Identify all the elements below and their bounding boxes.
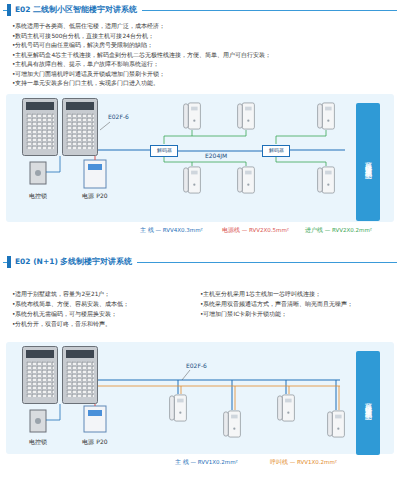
decoder-box: 解码器 [262,145,290,157]
power-badge [88,410,102,416]
feature-bullet: •系统布线简单、方便、容易安装、成本低； [12,300,129,308]
legend-entry: 主 线 — RVV1X0.2mm² [175,458,238,466]
device-label: 电源 P20 [73,191,117,201]
decoder-name: 解码器 [151,146,177,156]
lock-cylinder [35,418,41,424]
feature-bullet: •分机号码可自由任意编码，解决房号受限制的缺陷； [12,41,153,49]
feature-bullet: •支持一单元安装多台门口主机，实现多门口进入功能。 [12,79,159,87]
feature-bullet: •主机至分机采用1芯主线加一芯呼叫线连接； [200,290,321,298]
power-symbol [84,406,106,432]
lock-symbol [30,162,46,184]
device-label: 电控锁 [16,191,60,201]
power-wire [95,404,96,406]
band-title: 非可视楼宇对讲系统示意图 [363,156,373,168]
lock-wire [46,404,60,420]
wire-connector [178,150,262,151]
door-panel [23,99,58,156]
door-panel [23,347,58,404]
vertical-band: 非可视楼宇对讲系统示意图 [356,103,380,221]
diagram-background [6,94,394,222]
handset-phone [238,103,255,129]
power-symbol [84,160,106,188]
lock-wire [46,156,60,172]
diagram-background [6,342,394,454]
handset-phone [278,395,295,421]
decoder-box: 解码器 [150,145,178,157]
leader-line [100,122,110,130]
legend-entry: 电源线 — RVV2X0.5mm² [222,226,289,234]
device-label: 电控锁 [16,437,60,447]
lock-symbol [30,410,46,432]
feature-bullet: •系统分机无需编码，可与楼层换安装； [12,310,117,318]
decoder-name: 解码器 [263,146,289,156]
device-label: 电源 P20 [73,437,117,447]
feature-bullet: •主机具有故障自检、提示，单户故障不影响系统运行； [12,60,159,68]
feature-bullet: •可增加门禁IC卡刷卡开锁功能； [200,310,287,318]
model-label: E02F-6 [108,113,129,121]
power-badge [88,164,102,170]
feature-bullet: •可增加大门面墙机呼叫通话及开锁或增加门禁刷卡开锁； [12,70,165,78]
handset-phone [184,167,201,193]
vertical-band: 非可视楼宇对讲系统示意图 [356,351,380,455]
section-heading: E02 (N+1) 多线制楼宇对讲系统 [7,256,137,268]
feature-bullet: •分机分开，双音叮咚，音乐和铃声。 [12,320,111,328]
device-name: 电源 P20 [73,191,117,201]
handset-phone [328,411,345,437]
model-label: E02F-6 [186,362,207,370]
section-heading: E02 二线制小区智能楼宇对讲系统 [7,4,142,16]
band-title: 非可视楼宇对讲系统示意图 [363,397,373,409]
legend-entry: 进户线 — RVV2X0.2mm² [305,226,372,234]
lock-cylinder [35,170,41,176]
handset-phone [224,411,241,437]
handset-phone [170,395,187,421]
feature-bullet: •主机至解码盒4芯主干线连接，解码盒到分机二芯无极性线连接，方便、简单、用户可自… [12,51,271,59]
main-wire [98,380,340,410]
handset-phone [184,103,201,129]
feature-bullet: •系统适用于各类商、低层住宅楼，适用广泛，成本经济； [12,22,165,30]
handset-phone [238,167,255,193]
legend-entry: 主 线 — RVV4X0.3mm² [140,226,203,234]
device-name: 电源 P20 [73,437,117,447]
leader-line [182,370,190,380]
main-wire [290,149,345,150]
device-name: 电控锁 [16,191,60,201]
power-wire [95,156,96,160]
model-label: E204JM [205,152,227,160]
handset-phone [318,103,335,129]
feature-bullet: •适用于别墅建筑，容量为2至21户； [12,290,110,298]
feature-bullet: •数码主机可接500台分机，直接主机可接24台分机； [12,32,154,40]
main-wire [98,149,150,150]
device-name: 电控锁 [16,437,60,447]
call-wire [98,386,340,410]
door-panel [63,347,98,404]
handset-phone [318,167,335,193]
door-panel [63,99,98,156]
legend-entry: 呼叫线 — RVV1X0.2mm² [270,458,337,466]
feature-bullet: •系统采用双音频通话方式，声音清晰、响亮而且无噪声； [200,300,353,308]
